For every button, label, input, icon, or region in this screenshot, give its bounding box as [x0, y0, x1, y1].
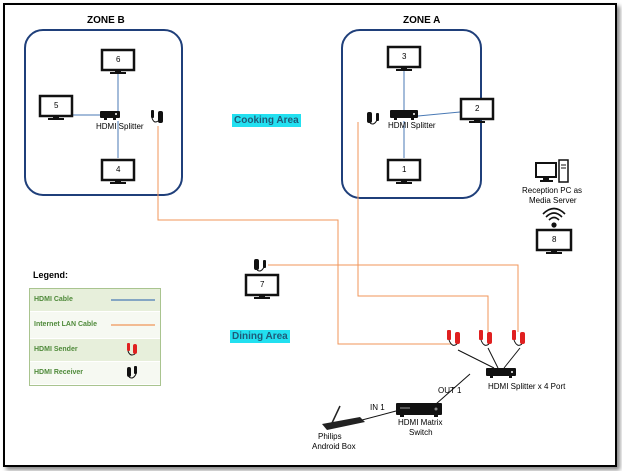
legend-label: HDMI Receiver	[34, 369, 84, 376]
hdmi-receiver-a	[367, 112, 379, 125]
hdmi-cables-zone-b	[70, 71, 119, 158]
hdmi-receiver-7	[254, 259, 266, 272]
dining-area-label: Dining Area	[230, 330, 290, 343]
tv-8-number: 8	[552, 235, 557, 244]
wifi-icon	[542, 207, 566, 228]
reception-pc-icon	[535, 159, 569, 183]
tv-7	[244, 273, 280, 299]
tv-5-number: 5	[54, 101, 59, 110]
zone-b-box	[24, 29, 183, 196]
hdmi-splitter-b-icon	[100, 111, 120, 120]
tv-4-number: 4	[116, 165, 121, 174]
tv-3	[386, 45, 422, 71]
reception-label-line1: Reception PC as	[522, 186, 583, 195]
out1-label: OUT 1	[438, 386, 462, 395]
hdmi-sender-1	[447, 330, 460, 346]
matrix-label-line2: Switch	[409, 428, 433, 437]
legend-row-hdmi-sender: HDMI Sender	[30, 339, 160, 362]
legend-row-hdmi-cable: HDMI Cable	[30, 289, 160, 312]
legend: HDMI Cable Internet LAN Cable HDMI Sende…	[29, 288, 161, 386]
hdmi-splitter-a-icon	[390, 110, 418, 120]
zone-a-title: ZONE A	[403, 15, 441, 26]
android-label-line1: Philips	[318, 432, 342, 441]
splitter-4port-label: HDMI Splitter x 4 Port	[488, 382, 566, 391]
legend-row-hdmi-receiver: HDMI Receiver	[30, 362, 160, 385]
matrix-label-line1: HDMI Matrix	[398, 418, 443, 427]
hdmi-matrix-switch-icon	[396, 403, 442, 417]
tv-4	[100, 158, 136, 184]
legend-row-lan-cable: Internet LAN Cable	[30, 312, 160, 339]
legend-title: Legend:	[33, 270, 68, 280]
tv-5	[38, 94, 74, 120]
in1-label: IN 1	[370, 403, 385, 412]
hdmi-receiver-swatch-icon	[127, 366, 137, 379]
reception-label-line2: Media Server	[529, 196, 577, 205]
hdmi-cable-swatch	[111, 299, 155, 301]
android-box-icon	[322, 405, 365, 430]
lan-cable-swatch	[111, 324, 155, 326]
legend-label: HDMI Sender	[34, 346, 78, 353]
tv-2	[459, 97, 495, 123]
cooking-area-label: Cooking Area	[232, 114, 301, 127]
tv-3-number: 3	[402, 52, 407, 61]
hdmi-sender-swatch-icon	[127, 343, 137, 356]
device-links	[361, 347, 521, 421]
lan-cables	[157, 122, 519, 345]
tv-1	[386, 158, 422, 184]
tv-6	[100, 48, 136, 74]
tv-7-number: 7	[260, 280, 265, 289]
hdmi-cables-zone-a	[403, 71, 461, 158]
legend-label: HDMI Cable	[34, 296, 73, 303]
android-label-line2: Android Box	[312, 442, 356, 451]
zone-b-title: ZONE B	[87, 15, 125, 26]
hdmi-splitter-4port-icon	[486, 368, 516, 378]
hdmi-sender-3	[512, 330, 525, 346]
tv-6-number: 6	[116, 55, 121, 64]
legend-label: Internet LAN Cable	[34, 321, 98, 328]
diagram-frame	[3, 3, 617, 467]
hdmi-sender-2	[479, 330, 492, 346]
tv-8	[535, 228, 573, 254]
tv-2-number: 2	[475, 104, 480, 113]
hdmi-receiver-b	[151, 110, 163, 123]
splitter-b-label: HDMI Splitter	[96, 122, 144, 131]
splitter-a-label: HDMI Splitter	[388, 121, 436, 130]
tv-1-number: 1	[402, 165, 407, 174]
